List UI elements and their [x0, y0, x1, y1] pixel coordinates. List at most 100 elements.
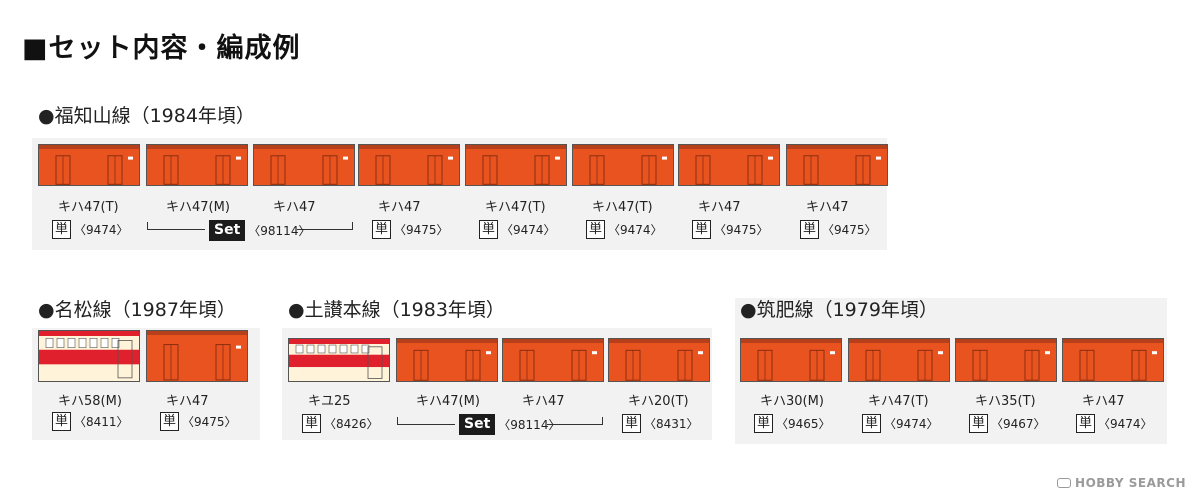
train-car-graphic — [465, 144, 567, 186]
section-title-fukuchiyama: ●福知山線（1984年頃） — [38, 105, 255, 127]
train-car — [955, 338, 1057, 382]
car-label: キハ47(T) — [592, 200, 653, 215]
car-label: キハ58(M) — [58, 394, 122, 409]
train-car-graphic — [146, 330, 248, 382]
product-code: 〈8431〉 — [644, 417, 699, 431]
single-tag: 単〈8431〉 — [622, 414, 699, 433]
single-tag: 単〈9475〉 — [160, 412, 237, 431]
section-title-meisho: ●名松線（1987年頃） — [38, 299, 236, 321]
car-label: キハ47 — [273, 200, 316, 215]
page-title: ■セット内容・編成例 — [22, 33, 301, 64]
set-code: 〈98114〉 — [248, 224, 311, 238]
train-car-graphic — [848, 338, 950, 382]
train-car — [358, 144, 460, 186]
product-code: 〈9475〉 — [822, 223, 877, 237]
train-car-graphic — [608, 338, 710, 382]
car-label: キハ35(T) — [975, 394, 1036, 409]
product-code: 〈8426〉 — [324, 417, 379, 431]
train-car — [396, 338, 498, 382]
train-car — [740, 338, 842, 382]
single-tag: 単〈8426〉 — [302, 414, 379, 433]
car-label: キハ47 — [806, 200, 849, 215]
train-car — [146, 330, 248, 382]
single-tag: 単〈9467〉 — [969, 414, 1046, 433]
car-label: キハ47(M) — [416, 394, 480, 409]
product-code: 〈9474〉 — [608, 223, 663, 237]
car-label: キハ47 — [698, 200, 741, 215]
single-tag: 単〈9474〉 — [1076, 414, 1153, 433]
car-label: キハ30(M) — [760, 394, 824, 409]
single-badge: 単 — [586, 220, 605, 239]
train-car — [146, 144, 248, 186]
train-car — [38, 330, 140, 382]
single-tag: 単〈9475〉 — [372, 220, 449, 239]
train-car — [38, 144, 140, 186]
train-car-graphic — [358, 144, 460, 186]
train-car-graphic — [678, 144, 780, 186]
train-car — [848, 338, 950, 382]
single-badge: 単 — [160, 412, 179, 431]
single-tag: 単〈9474〉 — [479, 220, 556, 239]
train-car-graphic — [38, 330, 140, 382]
single-badge: 単 — [969, 414, 988, 433]
product-code: 〈9465〉 — [776, 417, 831, 431]
train-car — [253, 144, 355, 186]
train-car — [465, 144, 567, 186]
product-code: 〈9474〉 — [1098, 417, 1153, 431]
train-car-graphic — [146, 144, 248, 186]
car-label: キハ47 — [166, 394, 209, 409]
single-tag: 単〈9475〉 — [800, 220, 877, 239]
train-car-graphic — [740, 338, 842, 382]
watermark-text: HOBBY SEARCH — [1075, 476, 1186, 490]
set-code: 〈98114〉 — [498, 418, 561, 432]
watermark: HOBBY SEARCH — [1057, 476, 1186, 490]
train-car — [1062, 338, 1164, 382]
car-label: キハ47 — [522, 394, 565, 409]
single-tag: 単〈8411〉 — [52, 412, 129, 431]
train-car-graphic — [502, 338, 604, 382]
train-car-graphic — [253, 144, 355, 186]
product-code: 〈9467〉 — [991, 417, 1046, 431]
train-car — [572, 144, 674, 186]
train-car — [288, 338, 390, 382]
train-car-graphic — [1062, 338, 1164, 382]
car-label: キハ47(T) — [58, 200, 119, 215]
single-tag: 単〈9465〉 — [754, 414, 831, 433]
car-label: キハ20(T) — [628, 394, 689, 409]
single-badge: 単 — [800, 220, 819, 239]
car-label: キハ47(T) — [868, 394, 929, 409]
product-code: 〈9474〉 — [74, 223, 129, 237]
car-label: キハ47 — [378, 200, 421, 215]
single-badge: 単 — [862, 414, 881, 433]
product-code: 〈9474〉 — [501, 223, 556, 237]
single-badge: 単 — [754, 414, 773, 433]
train-car — [502, 338, 604, 382]
single-badge: 単 — [622, 414, 641, 433]
single-badge: 単 — [1076, 414, 1095, 433]
car-label: キハ47(T) — [485, 200, 546, 215]
product-code: 〈9475〉 — [394, 223, 449, 237]
train-car-graphic — [572, 144, 674, 186]
single-tag: 単〈9474〉 — [52, 220, 129, 239]
train-car-graphic — [786, 144, 888, 186]
section-title-dosan: ●土讃本線（1983年頃） — [288, 299, 505, 321]
set-badge: Set — [459, 414, 496, 435]
single-tag: 単〈9475〉 — [692, 220, 769, 239]
single-badge: 単 — [52, 412, 71, 431]
set-tag-fukuchiyama: Set 〈98114〉 — [209, 220, 310, 241]
product-code: 〈9475〉 — [714, 223, 769, 237]
single-badge: 単 — [52, 220, 71, 239]
train-car — [608, 338, 710, 382]
single-tag: 単〈9474〉 — [586, 220, 663, 239]
section-title-chikuhi: ●筑肥線（1979年頃） — [740, 299, 938, 321]
single-badge: 単 — [692, 220, 711, 239]
train-car-graphic — [288, 338, 390, 382]
train-car — [678, 144, 780, 186]
train-car-graphic — [955, 338, 1057, 382]
car-label: キハ47 — [1082, 394, 1125, 409]
product-code: 〈8411〉 — [74, 415, 129, 429]
single-badge: 単 — [302, 414, 321, 433]
car-label: キハ47(M) — [166, 200, 230, 215]
train-car-graphic — [396, 338, 498, 382]
product-code: 〈9474〉 — [884, 417, 939, 431]
